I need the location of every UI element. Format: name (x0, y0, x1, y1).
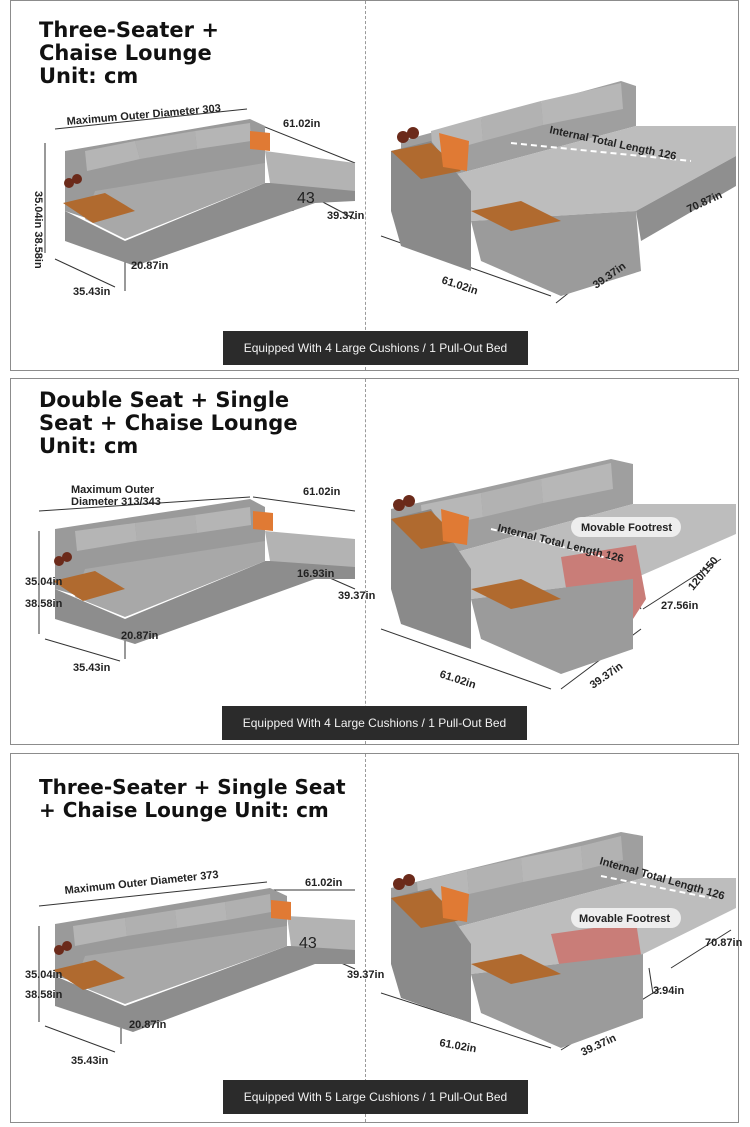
height-a-label: 35.04in (25, 576, 63, 588)
chaise-width-label: 39.37in (338, 590, 376, 602)
title-line: Unit: cm (39, 434, 139, 458)
total-length-label: 70.87in (705, 937, 743, 949)
title-line: Double Seat + Single (39, 388, 290, 412)
title-line: Chaise Lounge (39, 41, 212, 65)
chaise-width-label: 39.37in (327, 210, 365, 222)
side-height-label: 35.04in 38.58in (32, 191, 44, 269)
sofa-bed-drawing: Movable Footrest Internal Total Length 1… (380, 459, 736, 691)
width-front-label: 61.02in (438, 668, 477, 691)
equipment-banner: Equipped With 4 Large Cushions / 1 Pull-… (223, 331, 528, 365)
height-label: 43 (299, 935, 317, 952)
title-line: Three-Seater + Single Seat (39, 775, 346, 799)
product-panel-2: Double Seat + Single Seat + Chaise Loung… (10, 378, 739, 745)
sofa-bed-drawing: Internal Total Length 126 Movable Footre… (380, 832, 743, 1059)
movable-footrest-label: Movable Footrest (579, 913, 670, 925)
arm-depth-label: 35.43in (71, 1055, 109, 1067)
panel-divider (365, 754, 366, 1122)
arm-depth-label: 35.43in (73, 286, 111, 298)
sofa-dimension-drawing: Maximum Outer Diameter 313/343 61.02in 1… (25, 484, 376, 674)
panel-title: Three-Seater + Chaise Lounge Unit: cm (39, 19, 219, 88)
arm-depth-label: 35.43in (73, 662, 111, 674)
width-front-label: 61.02in (440, 274, 479, 297)
movable-footrest-label: Movable Footrest (581, 522, 672, 534)
height-a-label: 35.04in (25, 969, 63, 981)
seat-height-label: 20.87in (131, 260, 169, 272)
equipment-banner: Equipped With 4 Large Cushions / 1 Pull-… (222, 706, 527, 740)
sofa-dimension-drawing: Maximum Outer Diameter 373 61.02in 43 39… (25, 869, 385, 1067)
height-label: 43 (297, 190, 315, 207)
seat-height-label: 20.87in (121, 630, 159, 642)
height-b-label: 38.58in (25, 598, 63, 610)
footrest-height-label: 3.94in (653, 985, 684, 997)
sofa-dimension-drawing: Maximum Outer Diameter 303 61.02in 43 39… (32, 103, 365, 298)
width-front-label: 61.02in (438, 1037, 477, 1055)
outer-diameter-label: Maximum Outer Diameter 303 (66, 103, 221, 128)
height-b-label: 38.58in (25, 989, 63, 1001)
outer-diameter-label: Diameter 313/343 (71, 496, 161, 508)
chaise-width-label: 39.37in (347, 969, 385, 981)
panel-divider (365, 1, 366, 370)
outer-diameter-label: Maximum Outer Diameter 373 (64, 869, 219, 897)
footrest-depth-label: 27.56in (661, 600, 699, 612)
panel-title: Double Seat + Single Seat + Chaise Loung… (39, 389, 298, 458)
title-line: + Chaise Lounge Unit: cm (39, 798, 329, 822)
title-line: Seat + Chaise Lounge (39, 411, 298, 435)
extend-label: 120/150 (686, 555, 721, 593)
depth-label: 61.02in (303, 486, 341, 498)
title-line: Three-Seater + (39, 18, 219, 42)
outer-diameter-label: Maximum Outer (71, 484, 155, 496)
equipment-banner: Equipped With 5 Large Cushions / 1 Pull-… (223, 1080, 528, 1114)
seat-height-label: 20.87in (129, 1019, 167, 1031)
depth-label: 61.02in (283, 118, 321, 130)
product-panel-3: Three-Seater + Single Seat + Chaise Loun… (10, 753, 743, 1123)
title-line: Unit: cm (39, 64, 139, 88)
panel-divider (365, 379, 366, 744)
sofa-bed-drawing: Internal Total Length 126 70.87in 61.02i… (380, 81, 736, 304)
product-panel-1: Three-Seater + Chaise Lounge Unit: cm M (10, 0, 739, 371)
footrest-height-label: 16.93in (297, 568, 335, 580)
panel-title: Three-Seater + Single Seat + Chaise Loun… (39, 776, 346, 822)
depth-label: 61.02in (305, 877, 343, 889)
